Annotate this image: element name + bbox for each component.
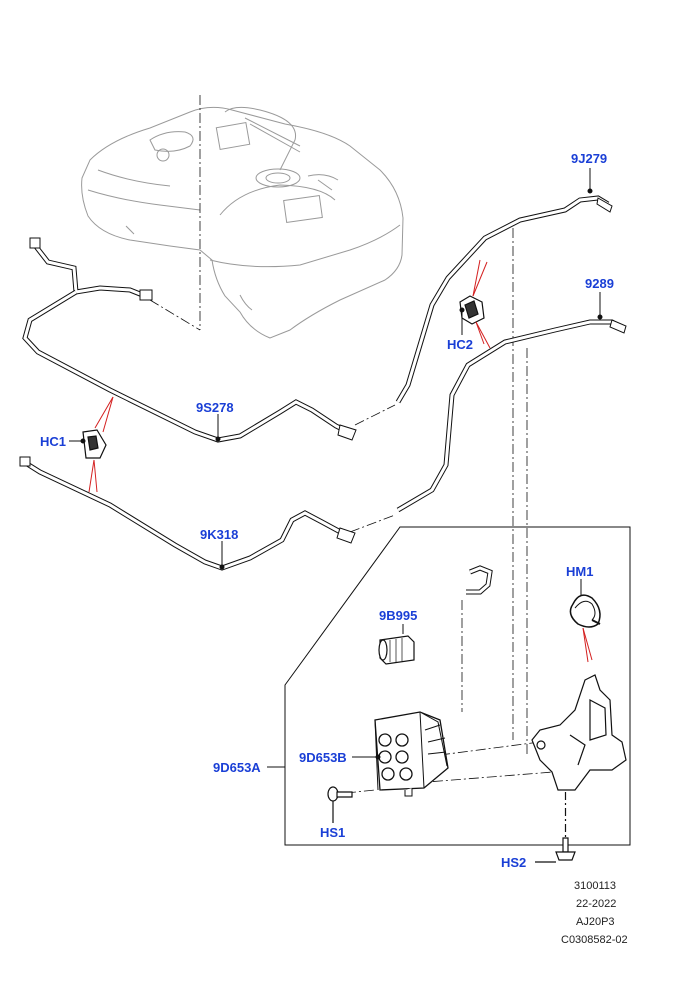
filter-9b995 <box>378 635 415 665</box>
callout-hc1[interactable]: HC1 <box>40 434 67 449</box>
callout-hs1[interactable]: HS1 <box>320 825 346 840</box>
clip-hc2 <box>459 295 485 325</box>
reference-number: 3100113 <box>574 880 617 892</box>
vent-hose-piece <box>466 565 493 595</box>
inset-frame <box>284 526 631 846</box>
callout-hs2[interactable]: HS2 <box>501 855 527 870</box>
callout-9s278[interactable]: 9S278 <box>196 400 234 415</box>
callout-9b995[interactable]: 9B995 <box>379 608 418 623</box>
reference-model: AJ20P3 <box>576 916 615 928</box>
screw-hs2 <box>535 792 576 863</box>
screw-hs1 <box>327 786 353 823</box>
fuel-tank-ghost <box>81 106 404 339</box>
label-leaders <box>69 168 603 768</box>
fuel-line-9k318 <box>19 456 356 571</box>
clip-hc1 <box>82 429 107 459</box>
reference-catalogue: C0308582-02 <box>561 934 628 946</box>
callout-9d653b[interactable]: 9D653B <box>299 750 347 765</box>
bracket <box>531 674 627 791</box>
callout-9d653a[interactable]: 9D653A <box>213 760 261 775</box>
reference-date: 22-2022 <box>576 898 617 910</box>
center-lines <box>149 95 556 794</box>
mount-hm1 <box>569 594 601 628</box>
red-leaders <box>88 259 593 663</box>
callout-9j279[interactable]: 9J279 <box>571 151 608 166</box>
callout-hc2[interactable]: HC2 <box>447 337 474 352</box>
canister-9d653b <box>374 711 449 797</box>
callout-9289[interactable]: 9289 <box>585 276 614 291</box>
callout-hm1[interactable]: HM1 <box>566 564 594 579</box>
callout-9k318[interactable]: 9K318 <box>200 527 239 542</box>
fuel-line-9289 <box>396 319 627 513</box>
fuel-line-9j279 <box>395 195 613 404</box>
fuel-line-9s278 <box>22 237 357 443</box>
